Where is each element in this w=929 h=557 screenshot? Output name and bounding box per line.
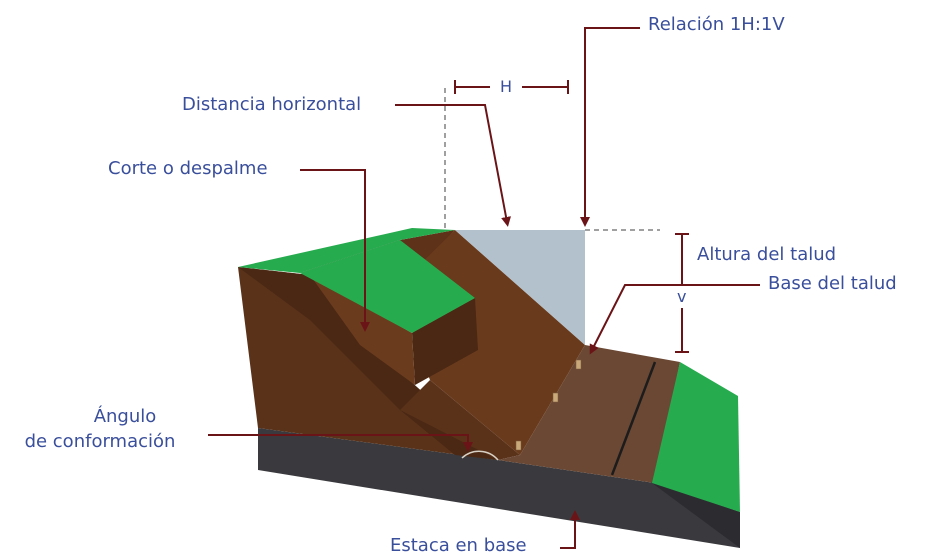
label-slope-height: Altura del talud [697, 244, 837, 265]
grass-right [652, 362, 740, 512]
dashed-guides [444, 88, 660, 231]
label-angle-line2: de conformación [24, 431, 176, 452]
bedrock-base [258, 428, 740, 548]
stakes [515, 359, 582, 451]
label-h-symbol: H [500, 77, 513, 96]
leader-lines [208, 27, 760, 549]
label-ratio: Relación 1H:1V [648, 14, 785, 35]
label-v-symbol: v [677, 287, 687, 306]
base-bench [498, 345, 680, 483]
label-stake: Estaca en base [390, 535, 527, 556]
label-angle-line1: Ángulo [93, 406, 157, 427]
grass-top [238, 228, 475, 333]
label-horizontal-distance: Distancia horizontal [182, 94, 362, 115]
label-slope-base: Base del talud [768, 273, 897, 294]
slope-ratio-triangle [455, 230, 585, 345]
angle-arc [461, 450, 499, 461]
label-cut: Corte o despalme [108, 158, 268, 179]
